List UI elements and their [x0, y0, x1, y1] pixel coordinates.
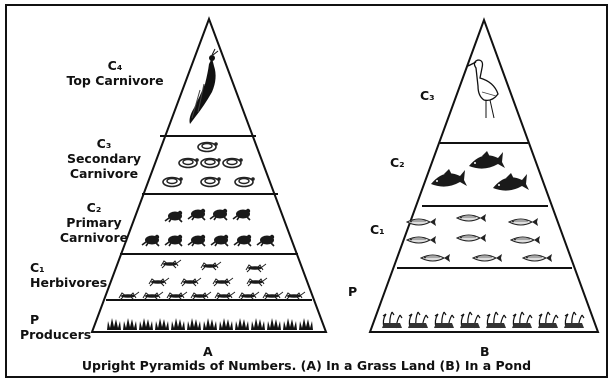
- level-symbol: C₄: [60, 58, 170, 73]
- level-symbol: C₂: [44, 200, 144, 215]
- level-name: Producers: [20, 327, 91, 342]
- level-label-c2: C₂ Primary Carnivore: [44, 200, 144, 245]
- level-label-c3: C₃ Secondary Carnivore: [54, 136, 154, 181]
- pyramid-b-label: B: [480, 344, 490, 359]
- level-label-c4: C₄ Top Carnivore: [60, 58, 170, 88]
- pyramid-a-label: A: [203, 344, 213, 359]
- level-name: Primary: [44, 215, 144, 230]
- level-name: Carnivore: [44, 230, 144, 245]
- pyramid-b: [370, 20, 598, 332]
- caption: Upright Pyramids of Numbers. (A) In a Gr…: [8, 358, 605, 373]
- level-symbol: C₃: [54, 136, 154, 151]
- level-name: Carnivore: [54, 166, 154, 181]
- b-level-label-c1: C₁: [370, 222, 385, 237]
- b-level-label-c3: C₃: [420, 88, 435, 103]
- b-level-label-c2: C₂: [390, 155, 405, 170]
- b-level-label-p: P: [348, 284, 357, 299]
- level-name: Herbivores: [30, 275, 107, 290]
- level-label-p: P Producers: [20, 312, 91, 342]
- level-name: Secondary: [54, 151, 154, 166]
- level-label-c1: C₁ Herbivores: [30, 260, 107, 290]
- level-name: Top Carnivore: [60, 73, 170, 88]
- level-symbol: C₁: [30, 260, 107, 275]
- level-symbol: P: [20, 312, 91, 327]
